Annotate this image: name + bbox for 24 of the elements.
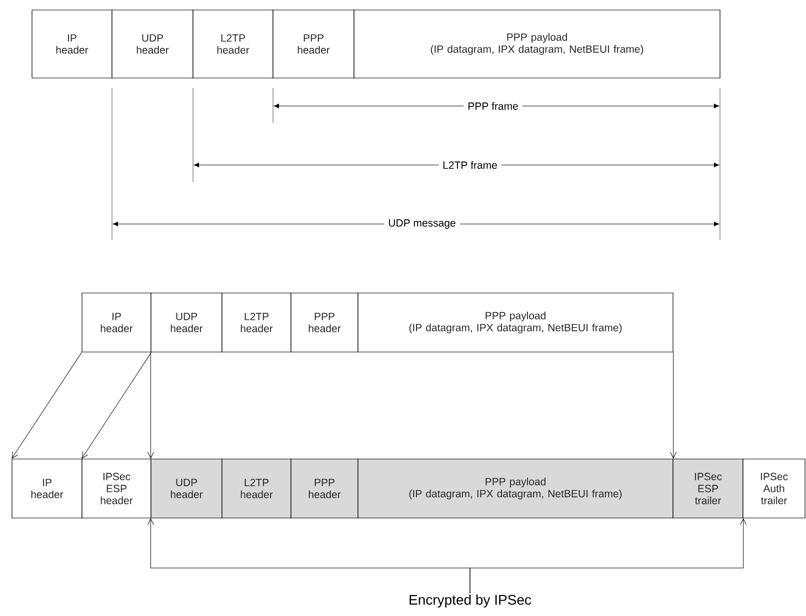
arrow bbox=[670, 352, 677, 458]
header-field-box: IPSec ESP header bbox=[82, 458, 152, 518]
header-field-box: IP header bbox=[82, 292, 152, 352]
header-field-box: IPSec Auth trailer bbox=[742, 458, 806, 518]
header-field-box: PPP header bbox=[290, 292, 358, 352]
header-field-box: IPSec ESP trailer bbox=[672, 458, 744, 518]
header-field-box: L2TP header bbox=[222, 458, 292, 518]
bracket-caption: Encrypted by IPSec bbox=[410, 594, 532, 608]
arrow bbox=[147, 352, 154, 458]
header-field-box: PPP header bbox=[272, 10, 354, 78]
header-field-box: PPP header bbox=[290, 458, 358, 518]
header-field-box: UDP header bbox=[150, 458, 222, 518]
bracket-arrow bbox=[470, 518, 747, 594]
arrow bbox=[12, 352, 82, 458]
arrow bbox=[82, 352, 152, 458]
header-field-box: IP header bbox=[12, 458, 82, 518]
dimension-label: PPP frame bbox=[464, 101, 522, 111]
dimension-label: L2TP frame bbox=[438, 160, 502, 170]
header-field-box: L2TP header bbox=[192, 10, 274, 78]
header-field-box: IP header bbox=[32, 10, 112, 78]
header-field-box: UDP header bbox=[112, 10, 194, 78]
header-field-box: UDP header bbox=[150, 292, 222, 352]
header-field-box: L2TP header bbox=[222, 292, 292, 352]
dimension-label: UDP message bbox=[384, 218, 460, 230]
